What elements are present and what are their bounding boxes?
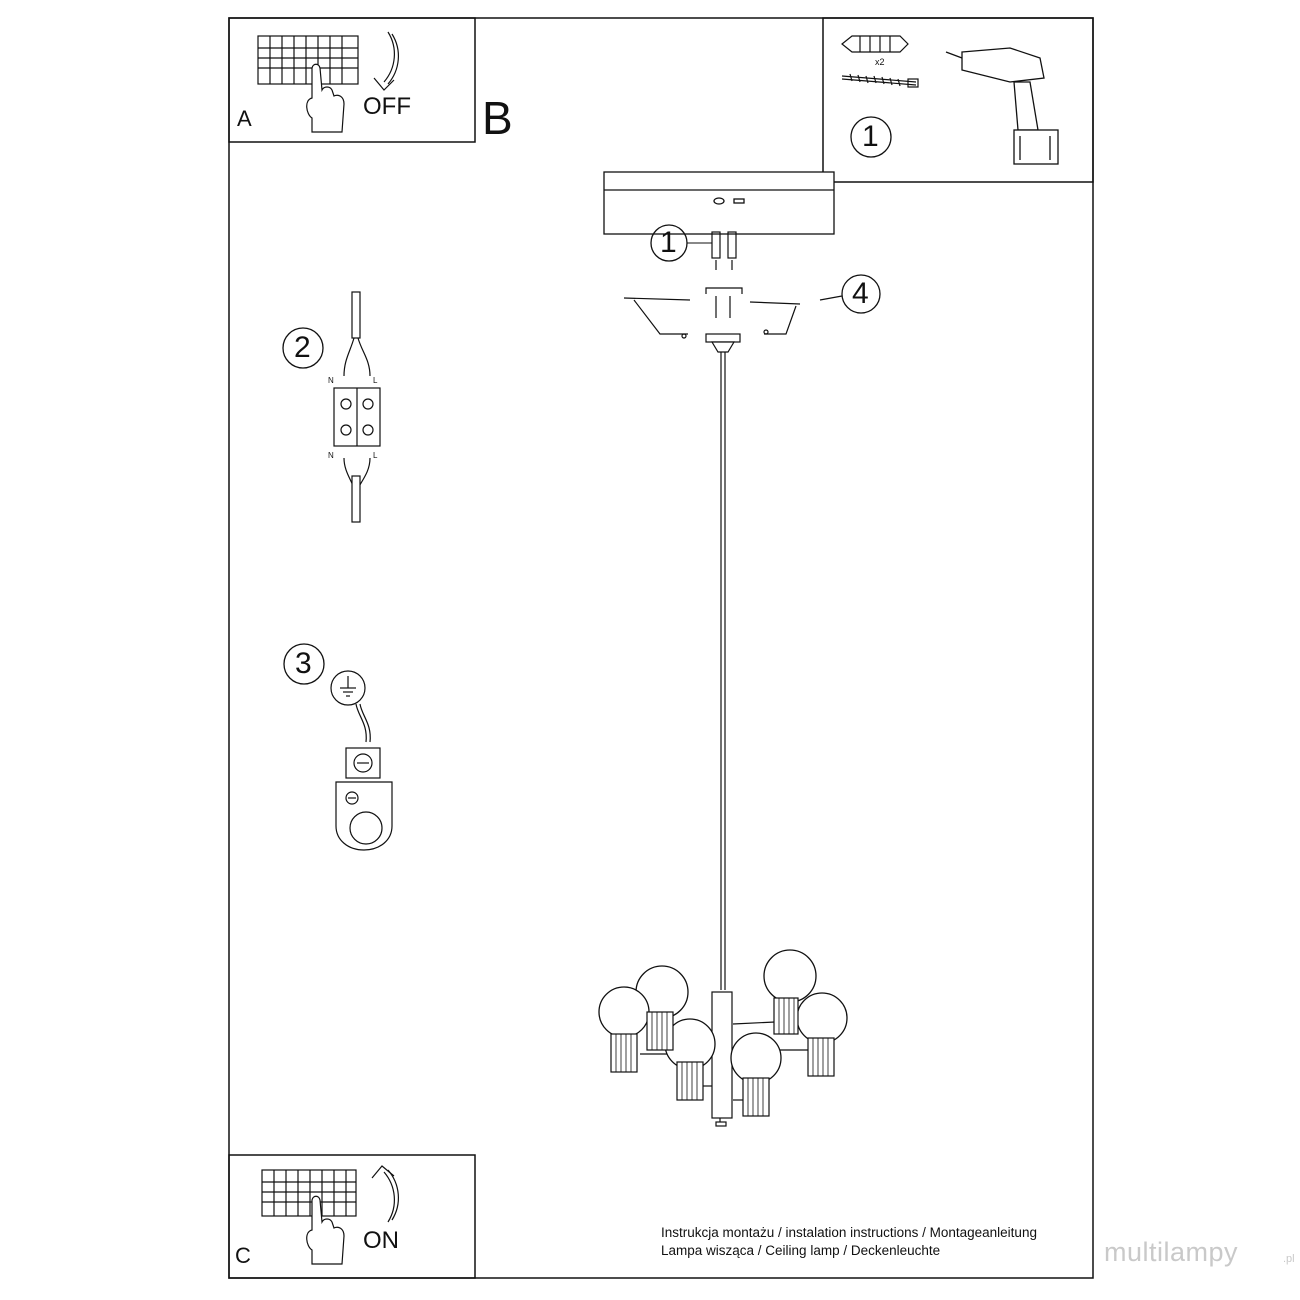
drill-step-number: 1 <box>862 120 879 153</box>
terminal-n-bottom: N <box>328 451 334 460</box>
terminal-n-top: N <box>328 376 334 385</box>
step-2-circle <box>282 327 324 369</box>
terminal-block-icon <box>333 291 381 523</box>
hand-icon <box>306 63 345 133</box>
brand-watermark: multilampy <box>1104 1237 1239 1267</box>
arrow-up-icon <box>371 1165 399 1223</box>
terminal-l-top: L <box>373 376 378 385</box>
panel-c-label: C <box>235 1243 251 1268</box>
wall-anchor-icon <box>711 231 737 270</box>
breaker-panel-icon <box>257 35 359 85</box>
terminal-l-bottom: L <box>373 451 378 460</box>
ground-step-number: 3 <box>295 647 312 680</box>
sheet-frame <box>228 17 1094 1279</box>
mounting-bracket <box>623 287 843 339</box>
bracket-callout-circle <box>841 274 881 314</box>
panel-b-label: B <box>482 92 513 144</box>
glass-globes <box>598 949 848 1084</box>
off-label: OFF <box>363 93 411 120</box>
wiring-step-number: 2 <box>294 331 311 364</box>
step-1-circle <box>850 116 892 158</box>
wall-anchor-icon <box>841 35 909 53</box>
tools-box <box>822 17 1094 183</box>
arrow-down-icon <box>373 31 399 91</box>
bracket-callout-number: 4 <box>852 277 869 310</box>
canopy <box>705 333 741 353</box>
breaker-panel-icon <box>261 1169 357 1217</box>
brand-watermark-suffix: .pl <box>1283 1253 1295 1265</box>
product-caption: Lampa wisząca / Ceiling lamp / Deckenleu… <box>661 1243 941 1258</box>
on-label: ON <box>363 1227 399 1254</box>
ceiling-plate <box>603 171 835 235</box>
screw-icon <box>841 73 919 88</box>
drill-icon <box>945 47 1059 165</box>
suspension-rod <box>720 352 726 990</box>
ground-terminal-icon <box>335 747 393 851</box>
instructions-caption: Instrukcja montażu / instalation instruc… <box>661 1225 1037 1240</box>
panel-a-label: A <box>237 106 252 131</box>
panel-c-box <box>228 1154 476 1279</box>
quantity-label: x2 <box>875 57 885 67</box>
panel-a-box <box>228 17 476 143</box>
hand-icon <box>306 1195 345 1265</box>
step-3-circle <box>283 643 325 685</box>
anchor-callout-number: 1 <box>660 226 677 259</box>
